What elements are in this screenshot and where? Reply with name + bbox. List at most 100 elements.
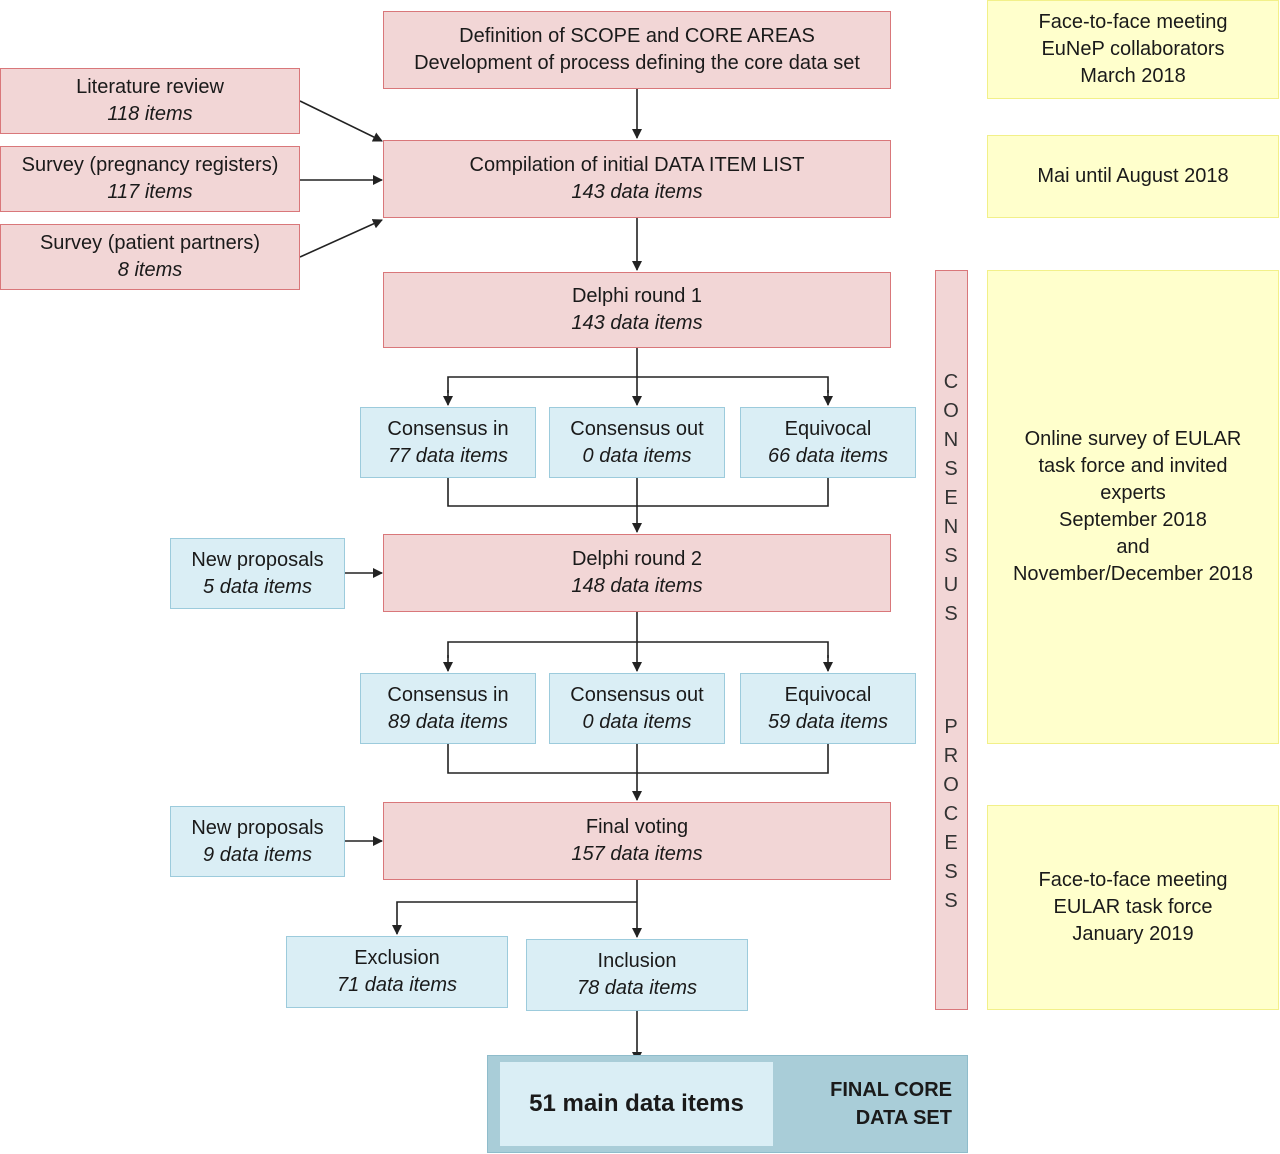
inclusion-box: Inclusion 78 data items bbox=[526, 939, 748, 1011]
exclusion-count: 71 data items bbox=[336, 974, 458, 996]
final-voting-title: Final voting bbox=[585, 816, 689, 838]
timeline-line: Mai until August 2018 bbox=[1037, 165, 1229, 187]
letter: S bbox=[944, 603, 958, 625]
source-literature-box: Literature review 118 items bbox=[0, 68, 300, 134]
inclusion-title: Inclusion bbox=[597, 950, 677, 972]
split-line-delphi1 bbox=[447, 376, 829, 393]
source-count: 118 items bbox=[107, 103, 193, 125]
proposals-count: 5 data items bbox=[203, 575, 312, 598]
timeline-line: Online survey of EULAR bbox=[1024, 428, 1242, 450]
delphi2-consensus-out-box: Consensus out 0 data items bbox=[549, 673, 725, 744]
source-count: 117 items bbox=[107, 181, 193, 203]
consensus-word: C O N S E N S U S bbox=[935, 368, 967, 629]
delphi1-equivocal-box: Equivocal 66 data items bbox=[740, 407, 916, 478]
timeline-line: March 2018 bbox=[1080, 65, 1186, 87]
timeline-online-survey: Online survey of EULAR task force and in… bbox=[987, 270, 1279, 744]
timeline-line: experts bbox=[1100, 482, 1166, 504]
exclusion-box: Exclusion 71 data items bbox=[286, 936, 508, 1008]
outcome-title: Consensus out bbox=[570, 417, 704, 440]
letter: S bbox=[944, 890, 958, 912]
timeline-line: Face-to-face meeting bbox=[1038, 11, 1228, 33]
proposals-title: New proposals bbox=[191, 548, 324, 571]
compilation-title: Compilation of initial DATA ITEM LIST bbox=[469, 154, 805, 176]
letter: R bbox=[943, 745, 959, 767]
letter: O bbox=[943, 774, 959, 796]
source-title: Survey (pregnancy registers) bbox=[21, 154, 279, 176]
timeline-january-2019: Face-to-face meeting EULAR task force Ja… bbox=[987, 805, 1279, 1010]
timeline-line: EULAR task force bbox=[1053, 896, 1213, 918]
letter: N bbox=[943, 516, 959, 538]
outcome-count: 89 data items bbox=[387, 710, 509, 733]
final-label-line2: DATA SET bbox=[855, 1107, 952, 1129]
timeline-mai-august-2018: Mai until August 2018 bbox=[987, 135, 1279, 218]
delphi-round2-box: Delphi round 2 148 data items bbox=[383, 534, 891, 612]
delphi-round1-box: Delphi round 1 143 data items bbox=[383, 272, 891, 348]
exclusion-title: Exclusion bbox=[354, 947, 440, 969]
delphi1-consensus-out-box: Consensus out 0 data items bbox=[549, 407, 725, 478]
arrow-survey-patients-to-compilation bbox=[299, 219, 383, 258]
split-line-delphi2 bbox=[447, 641, 829, 658]
outcome-count: 59 data items bbox=[767, 710, 889, 733]
consensus-process-bar bbox=[935, 270, 968, 1010]
proposals-title: New proposals bbox=[191, 816, 324, 839]
timeline-line: and bbox=[1116, 536, 1150, 558]
letter: C bbox=[943, 803, 959, 825]
arrow-literature-to-compilation bbox=[299, 100, 383, 142]
delphi2-title: Delphi round 2 bbox=[571, 548, 703, 570]
delphi2-consensus-in-box: Consensus in 89 data items bbox=[360, 673, 536, 744]
letter: E bbox=[944, 487, 958, 509]
delphi1-title: Delphi round 1 bbox=[571, 285, 703, 307]
outcome-count: 0 data items bbox=[582, 444, 692, 467]
letter: S bbox=[944, 861, 958, 883]
final-core-data-set-label: FINAL CORE DATA SET bbox=[790, 1076, 952, 1132]
scope-box: Definition of SCOPE and CORE AREAS Devel… bbox=[383, 11, 891, 89]
new-proposals2-box: New proposals 9 data items bbox=[170, 806, 345, 877]
letter: O bbox=[943, 400, 959, 422]
compilation-box: Compilation of initial DATA ITEM LIST 14… bbox=[383, 140, 891, 218]
inclusion-count: 78 data items bbox=[576, 977, 698, 999]
letter: U bbox=[943, 574, 959, 596]
letter: N bbox=[943, 429, 959, 451]
timeline-line: EuNeP collaborators bbox=[1041, 38, 1225, 60]
compilation-count: 143 data items bbox=[571, 181, 703, 203]
outcome-title: Consensus out bbox=[570, 683, 704, 706]
outcome-title: Equivocal bbox=[784, 417, 872, 440]
source-count: 8 items bbox=[117, 259, 183, 281]
timeline-line: Face-to-face meeting bbox=[1038, 869, 1228, 891]
delphi1-count: 143 data items bbox=[571, 312, 703, 334]
outcome-count: 66 data items bbox=[767, 444, 889, 467]
source-survey-patients-box: Survey (patient partners) 8 items bbox=[0, 224, 300, 290]
source-title: Literature review bbox=[76, 76, 224, 98]
outcome-count: 77 data items bbox=[387, 444, 509, 467]
timeline-line: task force and invited bbox=[1038, 455, 1228, 477]
timeline-line: November/December 2018 bbox=[1012, 563, 1254, 585]
scope-line1: Definition of SCOPE and CORE AREAS bbox=[459, 25, 815, 47]
timeline-march-2018: Face-to-face meeting EuNeP collaborators… bbox=[987, 0, 1279, 99]
letter: E bbox=[944, 832, 958, 854]
letter: S bbox=[944, 545, 958, 567]
final-voting-count: 157 data items bbox=[571, 843, 703, 865]
letter: C bbox=[943, 371, 959, 393]
letter: S bbox=[944, 458, 958, 480]
source-survey-registers-box: Survey (pregnancy registers) 117 items bbox=[0, 146, 300, 212]
outcome-title: Consensus in bbox=[387, 417, 509, 440]
core-main-items-box: 51 main data items bbox=[500, 1062, 773, 1146]
delphi2-count: 148 data items bbox=[571, 575, 703, 597]
delphi1-consensus-in-box: Consensus in 77 data items bbox=[360, 407, 536, 478]
new-proposals1-box: New proposals 5 data items bbox=[170, 538, 345, 609]
final-voting-box: Final voting 157 data items bbox=[383, 802, 891, 880]
letter: P bbox=[944, 716, 958, 738]
scope-line2: Development of process defining the core… bbox=[414, 52, 860, 74]
proposals-count: 9 data items bbox=[203, 843, 312, 866]
final-label-line1: FINAL CORE bbox=[830, 1079, 952, 1101]
process-word: P R O C E S S bbox=[935, 713, 967, 916]
source-title: Survey (patient partners) bbox=[39, 232, 261, 254]
timeline-line: January 2019 bbox=[1072, 923, 1194, 945]
outcome-title: Consensus in bbox=[387, 683, 509, 706]
outcome-title: Equivocal bbox=[784, 683, 872, 706]
arrow-final-to-exclusion bbox=[392, 901, 637, 935]
outcome-count: 0 data items bbox=[582, 710, 692, 733]
delphi2-equivocal-box: Equivocal 59 data items bbox=[740, 673, 916, 744]
merge-line-delphi1 bbox=[447, 478, 829, 507]
timeline-line: September 2018 bbox=[1059, 509, 1207, 531]
